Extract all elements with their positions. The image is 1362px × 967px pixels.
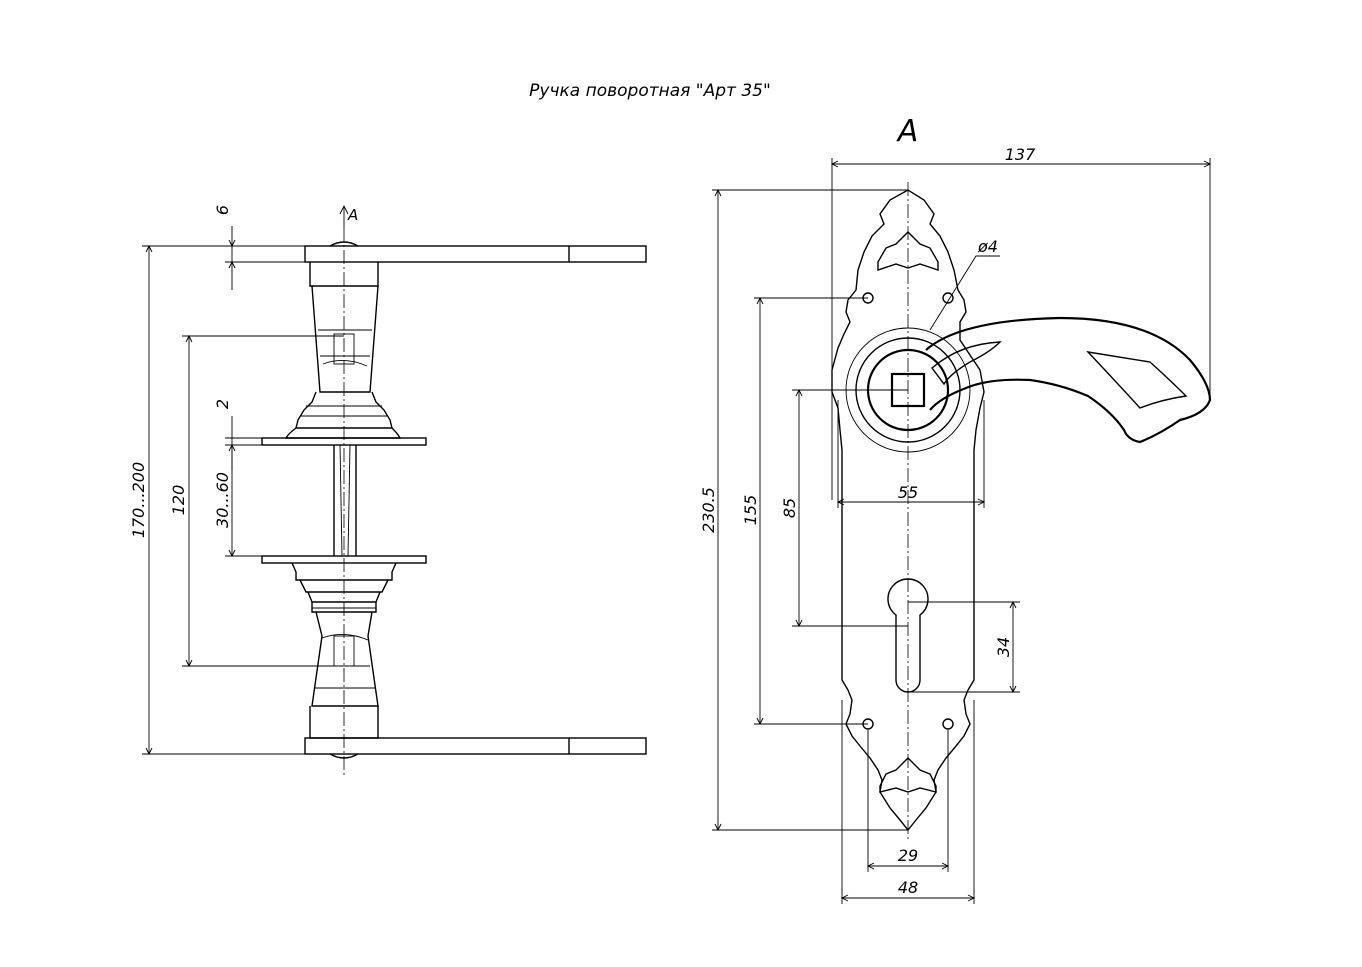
lever-handle — [925, 316, 1212, 444]
front-view: 137 ø4 230.5 155 85 — [699, 145, 1212, 904]
front-dimensions: 137 ø4 230.5 155 85 — [699, 145, 1212, 904]
bottom-lever-neck — [311, 611, 379, 707]
dim-rosette-label: 2 — [213, 399, 232, 409]
dim-hole-width-label: 29 — [898, 846, 918, 865]
section-mark: A — [347, 206, 358, 224]
dim-door-label: 30...60 — [213, 472, 232, 528]
lever-inlay — [1086, 350, 1188, 409]
dim-hole-diameter-label: ø4 — [977, 237, 998, 256]
bottom-rosette — [291, 562, 397, 581]
dim-flange-label: 6 — [213, 205, 232, 215]
top-plate — [261, 437, 427, 446]
top-ornament — [877, 231, 939, 271]
dim-cylinder-label: 34 — [994, 637, 1013, 657]
top-lever-neck — [311, 285, 379, 393]
dim-overall-label: 170...200 — [129, 462, 148, 538]
drawing-title: Ручка поворотная "Арт 35" — [529, 81, 771, 101]
bottom-lever-arm — [304, 737, 647, 755]
side-view: A — [129, 204, 647, 775]
section-arrow — [339, 204, 349, 228]
top-lever-arm — [304, 245, 647, 263]
top-lever — [261, 241, 647, 446]
dim-screw-label: 120 — [169, 485, 188, 516]
lever-slot — [931, 341, 1002, 386]
screw-hole-top-right — [942, 292, 954, 304]
view-label: A — [896, 114, 919, 149]
dim-plate-height-label: 230.5 — [699, 487, 718, 533]
dim-hole-spacing-label: 155 — [741, 495, 760, 526]
keyhole — [887, 578, 929, 693]
bottom-lever — [261, 555, 647, 759]
dim-width-label: 137 — [1005, 145, 1036, 164]
dim-plate-width-label: 48 — [898, 878, 918, 897]
dim-backset-label: 85 — [780, 498, 799, 518]
bottom-plate — [261, 555, 427, 564]
screw-hole-bottom-right — [942, 718, 954, 730]
dim-rosette-width-label: 55 — [898, 483, 918, 502]
bottom-ornament — [879, 757, 937, 793]
spindle — [333, 444, 357, 557]
side-dimensions: 6 2 30...60 120 170...200 — [129, 205, 344, 756]
